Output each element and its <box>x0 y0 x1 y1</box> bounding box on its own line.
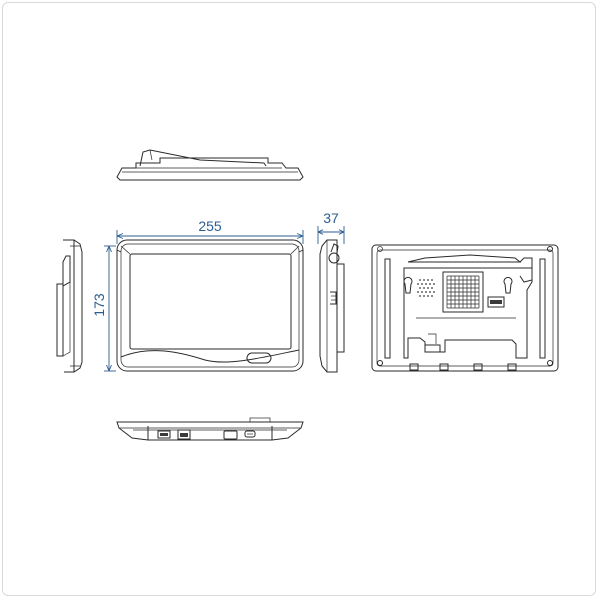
depth-dimension-label: 37 <box>323 210 339 226</box>
vent-grille <box>446 275 480 309</box>
left-side-view <box>56 239 83 373</box>
top-view <box>116 149 304 181</box>
depth-dimension: 37 <box>317 210 345 244</box>
height-dimension-label: 173 <box>91 293 107 317</box>
front-view <box>116 239 304 372</box>
bottom-view <box>116 417 304 441</box>
width-dimension-label: 255 <box>198 218 222 234</box>
height-dimension: 173 <box>91 245 116 372</box>
right-side-view <box>319 239 345 373</box>
width-dimension: 255 <box>116 218 304 244</box>
back-view <box>371 244 559 372</box>
speaker-dots <box>417 279 435 297</box>
